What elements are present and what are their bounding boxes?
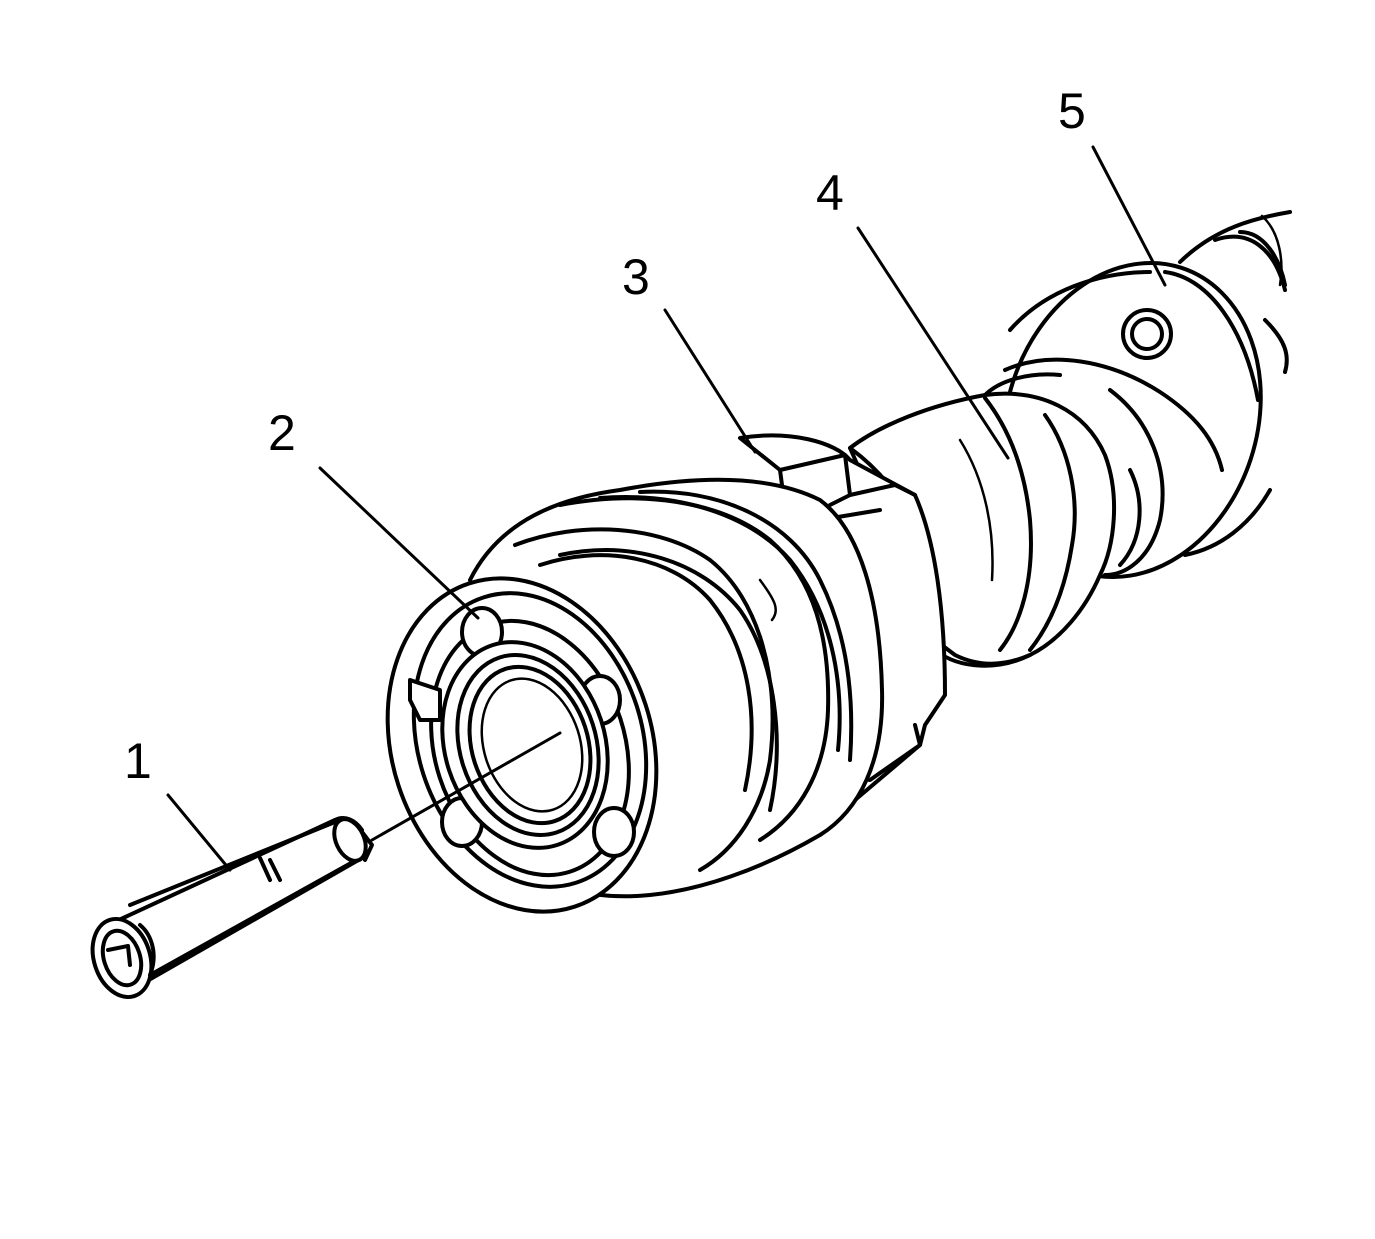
leader-line-2 (318, 466, 480, 620)
oil-control-bolt (90, 816, 374, 1000)
callout-1: 1 (124, 733, 152, 789)
leader-line-3 (663, 308, 757, 454)
callout-5: 5 (1058, 83, 1086, 139)
callout-3: 3 (622, 249, 650, 305)
camshaft-phaser-body (385, 433, 947, 914)
assembly-centerline (370, 731, 562, 842)
leader-line-1 (166, 793, 232, 872)
leader-line-4 (856, 226, 1010, 460)
callout-4: 4 (816, 165, 844, 221)
leader-line-5 (1091, 145, 1167, 287)
callout-2: 2 (268, 405, 296, 461)
